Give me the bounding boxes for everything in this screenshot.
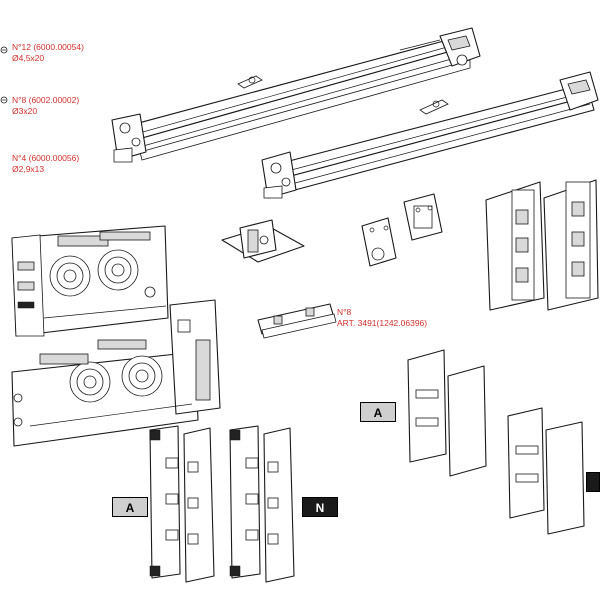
carriage-upper	[11, 225, 169, 337]
screw-size-3: Ø2,9x13	[12, 164, 45, 174]
bracket-article: ART. 3491(1242.06396)	[337, 318, 428, 328]
screw-label-3: N°4 (6000.00056) Ø2,9x13	[12, 153, 79, 175]
screw-number-3: N°4 (6000.00056)	[12, 153, 80, 163]
screw-label-2: N°8 (6002.00002) Ø3x20	[12, 95, 79, 117]
badge-a-left: A	[112, 497, 148, 517]
bracket-label: N°8 ART. 3491(1242.06396)	[337, 307, 427, 329]
end-cap-1	[361, 217, 397, 267]
screw-icon-1	[0, 46, 8, 54]
stopper-profile-1	[407, 349, 447, 463]
seal-profile-2	[183, 427, 215, 583]
top-rail-assembly-upper	[111, 27, 481, 163]
stopper-profile-2	[507, 407, 545, 519]
stopper-cover-2	[545, 421, 585, 535]
side-plate-2	[543, 179, 599, 311]
top-rail-assembly-lower	[261, 71, 599, 199]
screw-size-2: Ø3x20	[12, 106, 38, 116]
bracket-count: N°8	[337, 307, 352, 317]
badge-a-right: A	[360, 402, 396, 422]
seal-profile-4	[263, 427, 295, 583]
seal-profile-3	[229, 425, 261, 579]
carriage-lower	[11, 299, 221, 447]
badge-n: N	[302, 497, 338, 517]
mounting-bracket	[221, 219, 305, 263]
side-plate-1	[485, 181, 545, 311]
screw-number-1: N°12 (6000.00054)	[12, 42, 84, 52]
end-cap-2	[403, 193, 443, 241]
badge-edge-partial	[586, 472, 600, 492]
screw-label-1: N°12 (6000.00054) Ø4,5x20	[12, 42, 84, 64]
guide-bracket	[257, 303, 337, 339]
screw-icon-2	[0, 96, 8, 104]
seal-profile-1	[149, 425, 181, 579]
stopper-cover-1	[447, 365, 487, 477]
screw-size-1: Ø4,5x20	[12, 53, 45, 63]
screw-number-2: N°8 (6002.00002)	[12, 95, 80, 105]
